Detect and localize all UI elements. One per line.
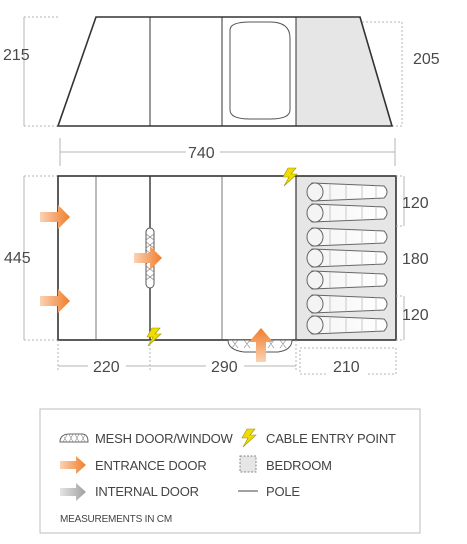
dim-bed-2: 180: [402, 251, 429, 268]
cable-entry-icon: [146, 327, 162, 347]
dim-side-height-left: 215: [3, 47, 30, 64]
sleeping-bag: [306, 270, 388, 290]
sleeping-bag: [306, 315, 388, 335]
sleeping-bag: [306, 248, 388, 268]
dim-section-3: 210: [333, 359, 360, 376]
legend-mesh-label: MESH DOOR/WINDOW: [95, 431, 234, 446]
legend-entrance-label: ENTRANCE DOOR: [95, 458, 207, 473]
legend-bedroom-label: BEDROOM: [266, 458, 332, 473]
dim-section-2: 290: [211, 359, 238, 376]
legend-pole-label: POLE: [266, 484, 300, 499]
units-note: MEASUREMENTS IN CM: [60, 514, 172, 525]
bedroom-swatch-icon: [239, 455, 257, 473]
legend-cable-label: CABLE ENTRY POINT: [266, 431, 396, 446]
length-dimension: 740: [59, 138, 396, 166]
cable-entry-icon: [282, 167, 298, 187]
sleeping-bag: [306, 227, 388, 247]
entrance-door-arrow: [134, 246, 162, 270]
entrance-door-arrow-icon: [60, 456, 86, 474]
section-dimensions: 220 290 210: [57, 340, 397, 376]
floor-plan: 445: [4, 167, 429, 376]
tent-side-outline: [56, 16, 394, 127]
dim-section-1: 220: [93, 359, 120, 376]
sleeping-bag: [306, 203, 388, 223]
mesh-door-icon: [59, 433, 89, 443]
side-elevation: 215 205: [3, 16, 440, 127]
bedroom-dimensions: 120 180 120: [396, 175, 429, 341]
sleeping-bags: [306, 182, 388, 335]
dim-bed-3: 120: [402, 307, 429, 324]
floor-outline: [57, 175, 397, 341]
legend-box: [39, 408, 421, 534]
sleeping-bag: [306, 182, 388, 202]
internal-door-arrow-icon: [60, 483, 86, 501]
dim-bed-1: 120: [402, 195, 429, 212]
cable-entry-icon: [241, 428, 257, 448]
entrance-door-arrow: [249, 328, 273, 362]
dim-side-height-right: 205: [413, 51, 440, 68]
bedroom-zone-side: [295, 16, 393, 127]
legend-internal-door-label: INTERNAL DOOR: [95, 484, 199, 499]
dim-width: 445: [4, 250, 31, 267]
side-window: [229, 21, 291, 120]
entrance-door-arrow: [40, 205, 70, 229]
entrance-door-arrow: [40, 289, 70, 313]
legend: MESH DOOR/WINDOW CABLE ENTRY POINT ENTRA…: [39, 408, 421, 534]
sleeping-bag: [306, 294, 388, 314]
dim-total-length: 740: [188, 145, 215, 162]
